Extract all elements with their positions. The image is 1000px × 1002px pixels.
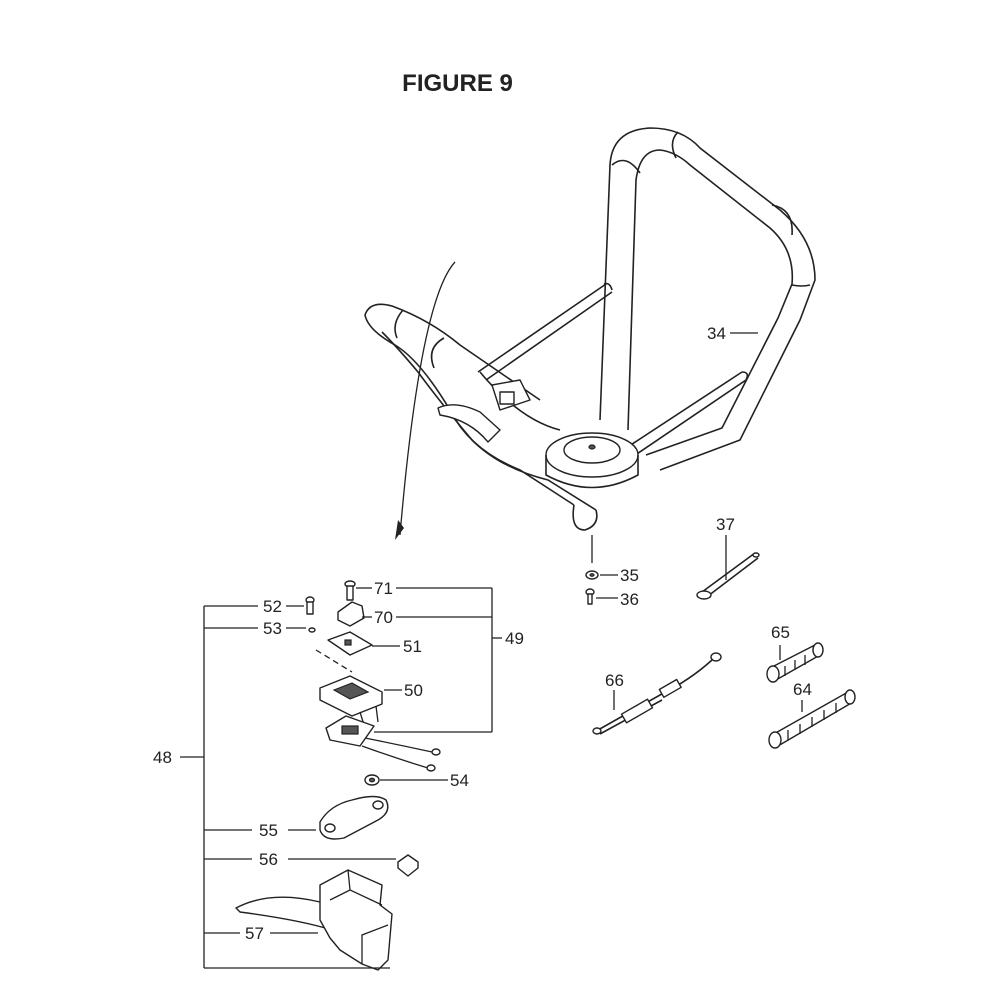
callout-57: 57 (245, 924, 264, 943)
switch-49 (325, 715, 441, 772)
callouts: 34 35 36 37 48 49 50 51 52 53 54 55 56 5… (153, 324, 812, 943)
nut-54 (364, 774, 380, 786)
spring-65 (766, 642, 824, 683)
bolt-52 (305, 596, 315, 615)
callout-37: 37 (716, 515, 735, 534)
spring-64 (768, 689, 856, 749)
switch-housing-50 (319, 675, 383, 729)
lever-housing-57 (235, 869, 393, 971)
callout-53: 53 (263, 619, 282, 638)
callout-54: 54 (450, 771, 469, 790)
handle-frame (364, 127, 816, 540)
callout-49: 49 (505, 629, 524, 648)
block-70 (337, 601, 365, 627)
callout-55: 55 (259, 821, 278, 840)
nut-56 (397, 854, 419, 877)
callout-34: 34 (707, 324, 726, 343)
throttle-cable-66 (592, 652, 722, 735)
figure-title: FIGURE 9 (402, 70, 513, 97)
bolt-36 (585, 588, 595, 605)
callout-71: 71 (374, 579, 393, 598)
callout-70: 70 (374, 608, 393, 627)
callout-66: 66 (605, 671, 624, 690)
callout-56: 56 (259, 850, 278, 869)
callout-52: 52 (263, 597, 282, 616)
cable-37 (696, 552, 760, 600)
callout-48: 48 (153, 748, 172, 767)
callout-35: 35 (620, 566, 639, 585)
clamp-55 (319, 795, 389, 840)
plate-51 (327, 631, 373, 656)
washer-53 (308, 627, 316, 633)
callout-36: 36 (620, 590, 639, 609)
callout-51: 51 (403, 637, 422, 656)
callout-64: 64 (793, 680, 812, 699)
washer-35 (585, 535, 599, 580)
callout-65: 65 (771, 623, 790, 642)
leader-lines (180, 332, 803, 969)
bolt-71 (344, 580, 356, 601)
callout-50: 50 (404, 681, 423, 700)
